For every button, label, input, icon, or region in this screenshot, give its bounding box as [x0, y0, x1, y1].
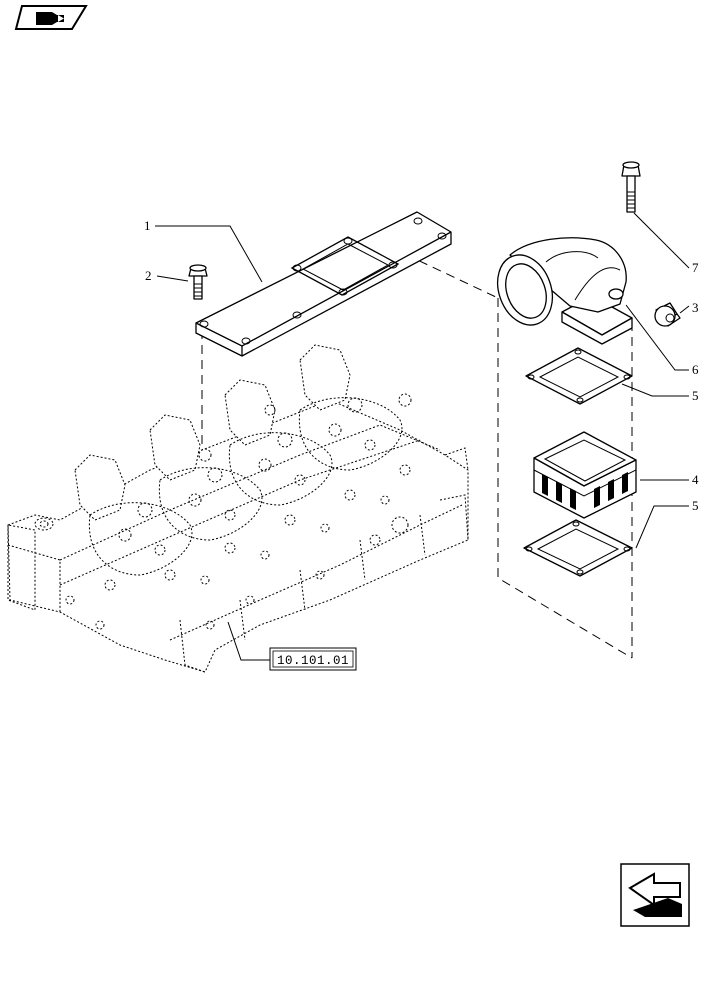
callouts: 1 2 3 4 5 5 6 7 [144, 218, 699, 513]
reference-box[interactable]: 10.101.01 [269, 647, 357, 671]
callout-1: 1 [144, 218, 151, 233]
callout-6: 6 [692, 362, 699, 377]
spacer-part-4 [533, 431, 637, 519]
callout-5-upper: 5 [692, 388, 699, 403]
bolt-part-7 [621, 161, 641, 213]
reference-label: 10.101.01 [277, 654, 349, 668]
book-icon[interactable] [14, 5, 88, 30]
elbow-part-6 [496, 237, 633, 345]
plug-part-3 [654, 302, 681, 327]
leader-lines [155, 212, 690, 661]
cylinder-head [7, 344, 469, 673]
cover-plate [195, 211, 452, 357]
screw-part-2 [188, 264, 208, 300]
callout-2: 2 [145, 268, 152, 283]
callout-4: 4 [692, 472, 699, 487]
gasket-upper [525, 347, 633, 405]
callout-5-lower: 5 [692, 498, 699, 513]
gasket-lower [523, 519, 633, 577]
callout-7: 7 [692, 260, 699, 275]
previous-page-arrow-icon[interactable] [620, 863, 690, 927]
callout-3: 3 [692, 300, 699, 315]
